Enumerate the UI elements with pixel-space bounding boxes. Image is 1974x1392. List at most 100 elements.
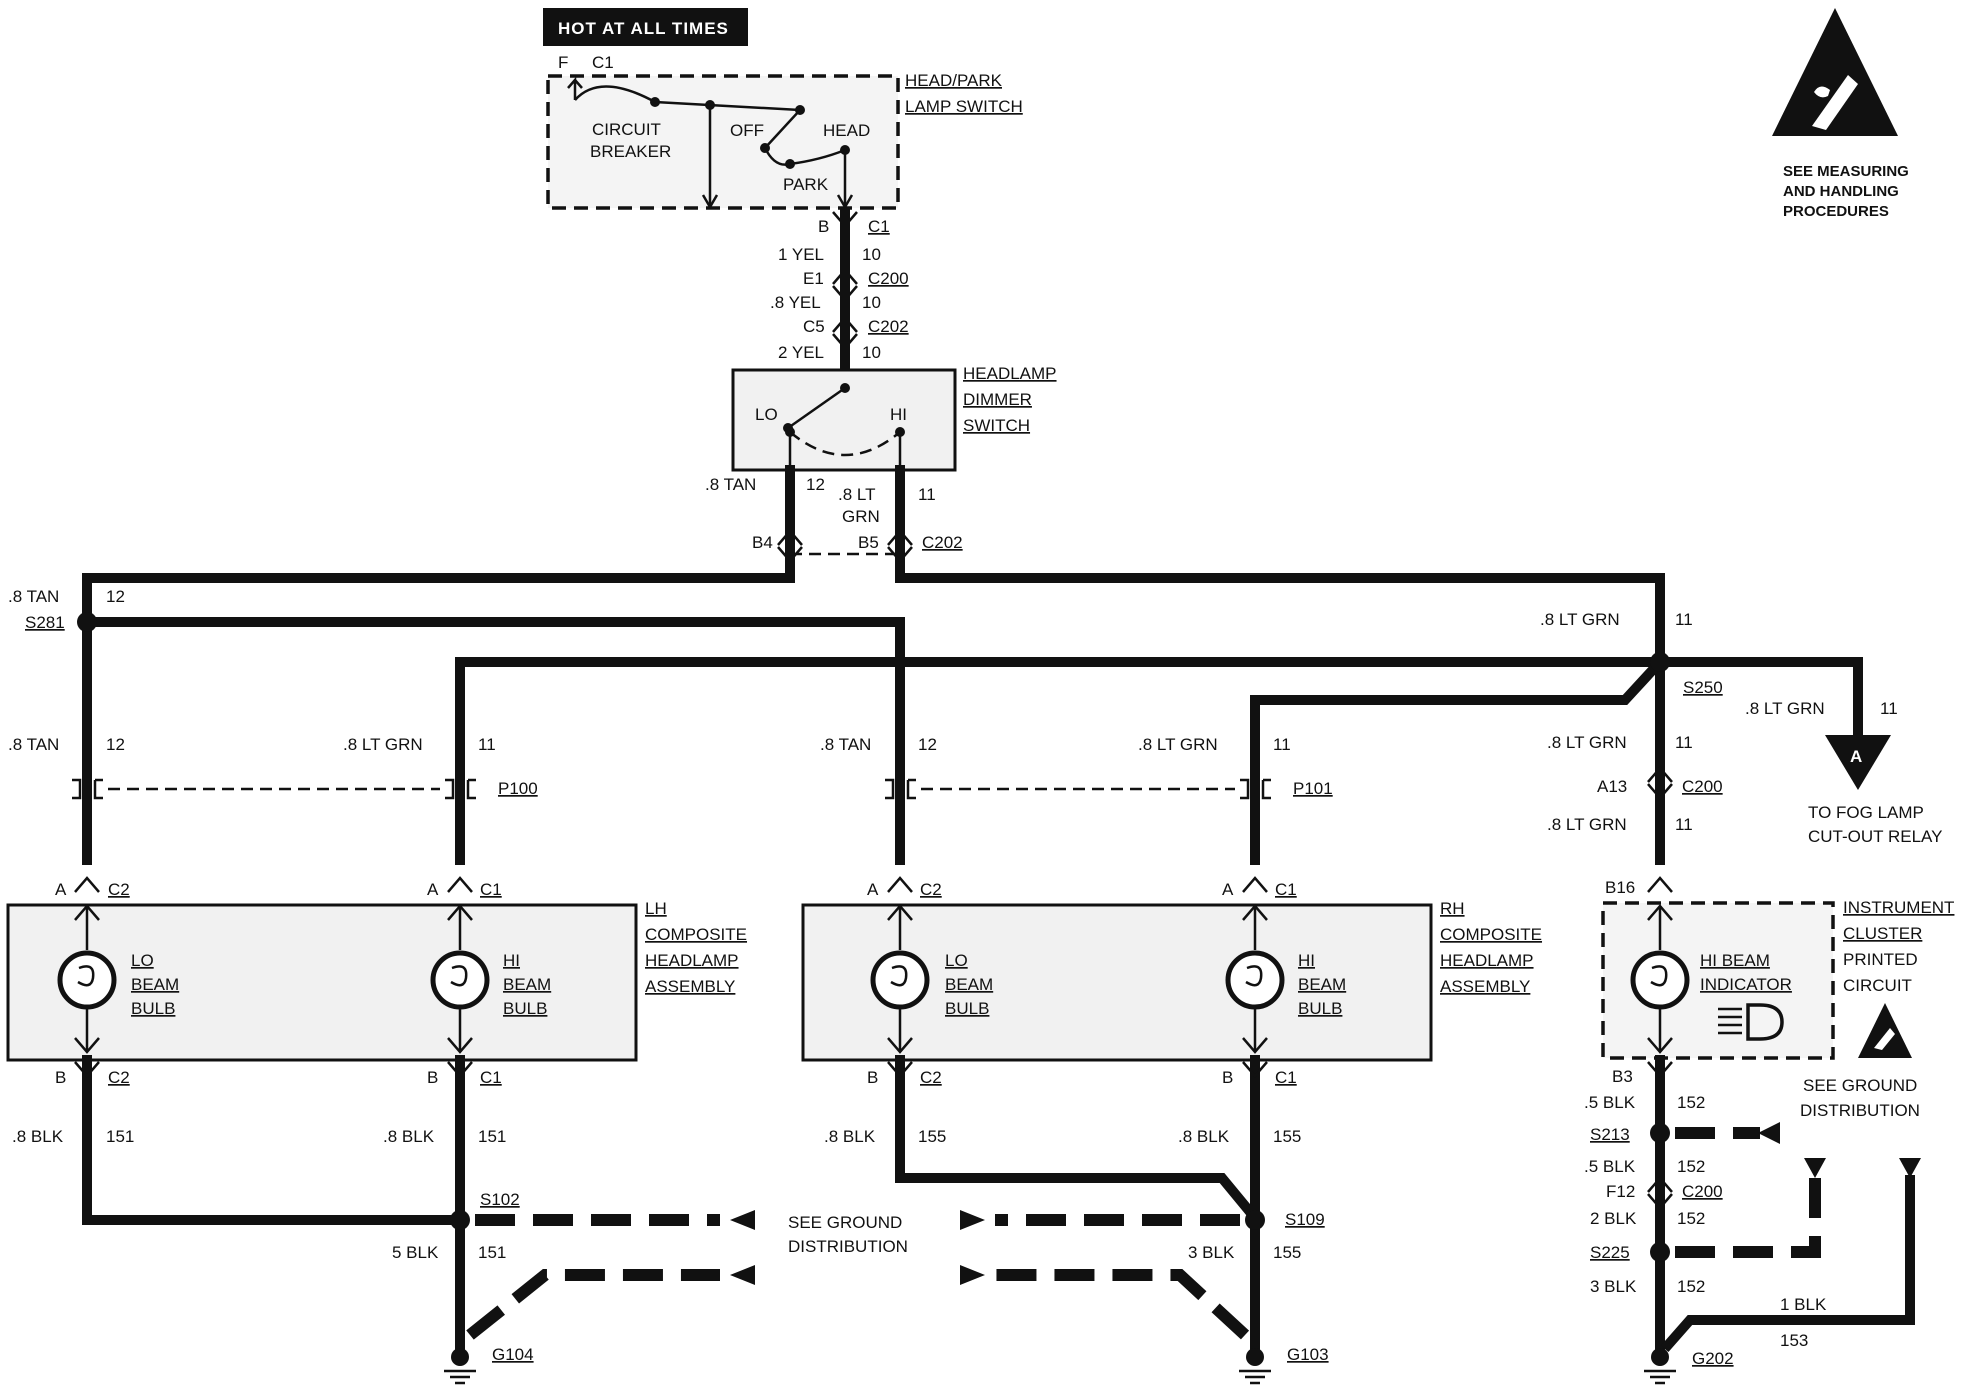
rh-gnd-arrow-1	[960, 1210, 985, 1230]
lh-gnd-wire: .8 BLK	[12, 1127, 64, 1146]
rh-gnd-circuit2: 155	[1273, 1127, 1301, 1146]
s109-label: S109	[1285, 1210, 1325, 1229]
circuit-breaker-label-1: CIRCUIT	[592, 120, 661, 139]
rh-lo-bulb-icon	[870, 950, 930, 1010]
lo-output-cavity: B4	[752, 533, 773, 552]
bus-grn-circuit: 11	[1675, 610, 1693, 629]
lh-gnd-circuit: 151	[106, 1127, 134, 1146]
s213-label: S213	[1590, 1125, 1630, 1144]
g202-1blk-wire	[1660, 1175, 1915, 1353]
rh-ground-wire-lo	[895, 1055, 1263, 1226]
dimmer-label-2: DIMMER	[963, 390, 1032, 409]
lh-ground-dash-2	[466, 1269, 720, 1340]
lh-trunk-circuit: 151	[478, 1243, 506, 1262]
feed-cavity-e1: E1	[803, 269, 824, 288]
cluster-c200: C200	[1682, 777, 1723, 796]
lh-lo-circuit: 12	[106, 735, 125, 754]
grn-branch-rh	[1250, 654, 1668, 865]
grn-bus-top	[895, 573, 1665, 865]
cluster-c2: 152	[1677, 1157, 1705, 1176]
esd-warning-icon-small	[1858, 1003, 1912, 1058]
rh-lo-top-cavity: A	[867, 880, 879, 899]
p100-label: P100	[498, 779, 538, 798]
lh-hi-bulb-3: BULB	[503, 999, 547, 1018]
hi-beam-indicator-bulb-icon	[1630, 950, 1690, 1010]
lh-hi-circuit: 11	[478, 735, 496, 754]
high-beam-symbol-icon	[1718, 1003, 1784, 1041]
s102-label: S102	[480, 1190, 520, 1209]
instrument-cluster-printed-circuit: HI BEAM INDICATOR	[1601, 876, 1835, 1060]
rh-b-lo-conn: C2	[920, 1068, 942, 1087]
p101-label: P101	[1293, 779, 1333, 798]
feed-conn-c1: C1	[868, 217, 890, 236]
fog-arrow	[1825, 735, 1891, 790]
cluster-label-2: CLUSTER	[1843, 924, 1922, 943]
cluster-w4: 3 BLK	[1590, 1277, 1637, 1296]
switch-pos-park: PARK	[783, 175, 829, 194]
lh-gnd-wire2: .8 BLK	[383, 1127, 435, 1146]
lh-lo-bulb-2: BEAM	[131, 975, 179, 994]
lh-hi-bulb-icon	[430, 950, 490, 1010]
hi-output-circuit: 11	[918, 485, 936, 504]
feed-circuit-10c: 10	[862, 343, 881, 362]
rh-b-lo-cavity: B	[867, 1068, 878, 1087]
feed-wire-1yel: 1 YEL	[778, 245, 824, 264]
rh-hi-bulb-3: BULB	[1298, 999, 1342, 1018]
cluster-in-wire: .8 LT GRN	[1547, 733, 1627, 752]
rh-lo-circuit: 12	[918, 735, 937, 754]
bus-tan-wire: .8 TAN	[8, 587, 59, 606]
hi-output-cavity: B5	[858, 533, 879, 552]
ground-dist-1: SEE GROUND	[788, 1213, 902, 1232]
feed-cavity-b: B	[818, 217, 829, 236]
switch-connector-c1: C1	[592, 53, 614, 72]
lo-output-circuit: 12	[806, 475, 825, 494]
splice-s281	[77, 612, 97, 632]
lh-label-2: COMPOSITE	[645, 925, 747, 944]
g104-label: G104	[492, 1345, 534, 1364]
splice-s225	[1650, 1242, 1670, 1262]
rh-hi-wire: .8 LT GRN	[1138, 735, 1218, 754]
splice-s250	[1650, 652, 1670, 672]
feed-circuit-10b: 10	[862, 293, 881, 312]
rh-lo-top-conn: C2	[920, 880, 942, 899]
g202-arrow	[1899, 1158, 1921, 1178]
head-park-lamp-switch: F C1 CIRCUIT BREAKER OFF HEAD PARK	[546, 53, 900, 210]
s213-arrow	[1758, 1122, 1780, 1144]
g103-ground-icon	[1239, 1348, 1271, 1385]
lh-lo-bulb-1: LO	[131, 951, 154, 970]
bus-tan-circuit: 12	[106, 587, 125, 606]
fog-circuit: 11	[1880, 699, 1898, 718]
cluster-w3: 2 BLK	[1590, 1209, 1637, 1228]
cluster-f12-conn: C200	[1682, 1182, 1723, 1201]
rh-label-4: ASSEMBLY	[1440, 977, 1530, 996]
fog-wire: .8 LT GRN	[1745, 699, 1825, 718]
lh-gnd-arrow-2	[730, 1265, 755, 1285]
rh-hi-bulb-icon	[1225, 950, 1285, 1010]
cluster-after-circuit: 11	[1675, 815, 1693, 834]
dimmer-label-3: SWITCH	[963, 416, 1030, 435]
feed-wire-8yel: .8 YEL	[770, 293, 821, 312]
lh-ground-wire-lo	[82, 1055, 465, 1225]
rh-hi-circuit: 11	[1273, 735, 1291, 754]
dimmer-lo: LO	[755, 405, 778, 424]
rh-hi-bulb-1: HI	[1298, 951, 1315, 970]
head-park-label-2: LAMP SWITCH	[905, 97, 1023, 116]
rh-b-hi-conn: C1	[1275, 1068, 1297, 1087]
cluster-label-1: INSTRUMENT	[1843, 898, 1954, 917]
hi-output-wire-1: .8 LT	[838, 485, 875, 504]
cluster-c3: 152	[1677, 1209, 1705, 1228]
lh-b-hi-conn: C1	[480, 1068, 502, 1087]
lh-hi-top-conn: C1	[480, 880, 502, 899]
fog-label-2: CUT-OUT RELAY	[1808, 827, 1942, 846]
lh-label-3: HEADLAMP	[645, 951, 739, 970]
lh-b-hi-cavity: B	[427, 1068, 438, 1087]
switch-terminal-f: F	[558, 53, 568, 72]
s225-arrow	[1804, 1158, 1826, 1178]
rh-gnd-wire2: .8 BLK	[1178, 1127, 1230, 1146]
feed-wire-2yel: 2 YEL	[778, 343, 824, 362]
lh-hi-wire: .8 LT GRN	[343, 735, 423, 754]
lh-lo-top-cavity: A	[55, 880, 67, 899]
switch-pos-head: HEAD	[823, 121, 870, 140]
g202-ground-icon	[1644, 1348, 1676, 1385]
splice-s102	[450, 1210, 470, 1230]
